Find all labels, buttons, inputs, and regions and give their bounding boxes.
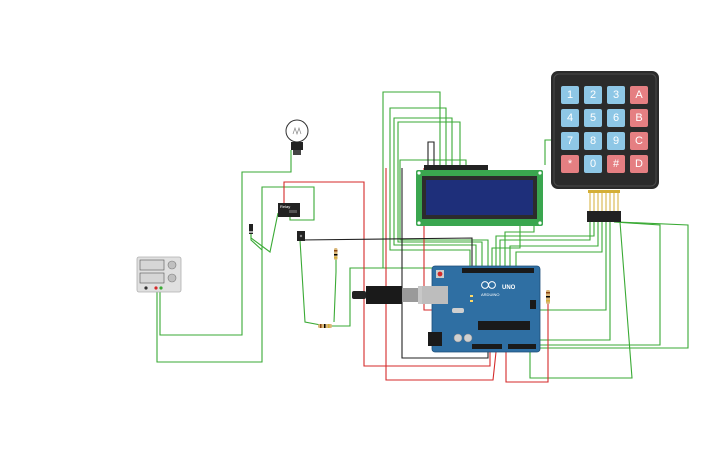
keypad-ribbon [588,190,620,193]
keypad-key-label: # [613,158,620,170]
wire-lcd-4[interactable] [397,121,483,268]
keypad-key-label: 7 [567,135,573,147]
keypad-key-7[interactable]: 7 [561,132,579,150]
ps-terminal-black[interactable] [144,286,148,290]
wire-power-2[interactable] [385,168,497,381]
keypad-key-2[interactable]: 2 [584,86,602,104]
resistor-vertical[interactable] [334,248,338,260]
keypad-key-8[interactable]: 8 [584,132,602,150]
keypad-key-4[interactable]: 4 [561,109,579,127]
wire-keypad-2[interactable] [495,222,595,268]
wire-keypad-7[interactable] [536,221,661,346]
wire-lcd-7[interactable] [504,225,535,268]
wire-keypad-4[interactable] [515,222,603,268]
lcd-screen [426,180,533,215]
reset-button[interactable] [437,271,443,277]
wire-ground-3[interactable] [401,168,489,359]
wire-ps-to-relay[interactable] [156,186,300,363]
usb-port[interactable] [422,286,448,304]
wire-diode[interactable] [250,212,279,253]
power-jack[interactable] [428,332,442,346]
wire-lcd-5[interactable] [399,159,489,268]
diode[interactable] [249,224,253,234]
relay[interactable]: Relay [278,203,300,217]
arduino-logo [481,281,496,289]
lcd-display[interactable] [416,165,543,226]
keypad-key-6[interactable]: 6 [607,109,625,127]
wire-ps-to-bulb[interactable] [159,150,292,336]
ps-knob-top[interactable] [167,260,177,270]
wire-keypad-8[interactable] [528,221,689,349]
keypad-key-label: 2 [590,89,596,101]
keypad-keys: 1 2 3 A 4 5 6 B 7 8 9 C * 0 # D [561,86,648,173]
keypad-key-label: A [635,89,643,101]
microcontroller-chip [478,321,530,330]
arduino-analog-header [508,344,536,349]
wire-lcd-3[interactable] [393,117,477,268]
ps-terminal-red[interactable] [154,286,158,290]
keypad-key-label: 6 [613,112,619,124]
wire-transistor[interactable] [299,239,436,327]
keypad-key-label: 9 [613,135,619,147]
keypad-key-label: * [568,158,573,170]
keypad-key-label: 3 [613,89,619,101]
keypad-key-B[interactable]: B [630,109,648,127]
lcd-pin-header [424,165,488,170]
keypad-key-A[interactable]: A [630,86,648,104]
ps-display-top [139,259,165,271]
wire-keypad-3[interactable] [509,222,599,268]
keypad-key-#[interactable]: # [607,155,625,173]
arduino-digital-header [462,268,534,273]
keypad-key-*[interactable]: * [561,155,579,173]
wire-power-1[interactable] [283,181,491,367]
keypad-key-label: 5 [590,112,596,124]
keypad-key-5[interactable]: 5 [584,109,602,127]
wire-lcd-6[interactable] [491,225,521,268]
ground-wires [299,141,489,359]
keypad-key-D[interactable]: D [630,155,648,173]
keypad-key-0[interactable]: 0 [584,155,602,173]
wire-keypad-9[interactable] [529,221,633,379]
keypad-key-label: C [635,135,643,147]
keypad-key-9[interactable]: 9 [607,132,625,150]
ps-terminal-green[interactable] [159,286,163,290]
resistor-arduino[interactable] [546,290,550,304]
keypad[interactable]: 1 2 3 A 4 5 6 B 7 8 9 C * 0 # D [551,71,659,222]
light-bulb[interactable] [285,119,309,155]
keypad-key-label: 4 [567,112,573,124]
power-supply[interactable] [136,256,182,293]
keypad-key-C[interactable]: C [630,132,648,150]
keypad-key-label: B [635,112,642,124]
wire-keypad-5[interactable] [540,222,607,311]
keypad-key-3[interactable]: 3 [607,86,625,104]
resistor-horizontal[interactable] [318,324,332,328]
wire-keypad-1[interactable] [499,222,591,268]
keypad-connector[interactable] [587,211,621,222]
keypad-key-1[interactable]: 1 [561,86,579,104]
wire-ground-1[interactable] [299,237,473,268]
relay-label: Relay [280,204,290,209]
keypad-key-label: D [635,158,643,170]
arduino-power-header [472,344,502,349]
wire-ground-2[interactable] [427,141,435,168]
transistor[interactable] [297,231,305,241]
keypad-key-label: 1 [567,89,573,101]
keypad-key-label: 8 [590,135,596,147]
arduino-brand-label: ARDUINO [481,292,499,297]
wire-relay-coil[interactable] [289,186,315,221]
wire-power-3[interactable] [505,298,549,383]
arduino-model-label: UNO [502,285,516,291]
ps-knob-bottom[interactable] [167,273,177,283]
arduino-uno[interactable]: ARDUINO UNO [422,265,541,353]
keypad-key-label: 0 [590,158,596,170]
ps-display-bottom [139,272,165,284]
wire-resistor-1[interactable] [333,250,337,323]
keypad-ribbon-pins [589,190,619,211]
